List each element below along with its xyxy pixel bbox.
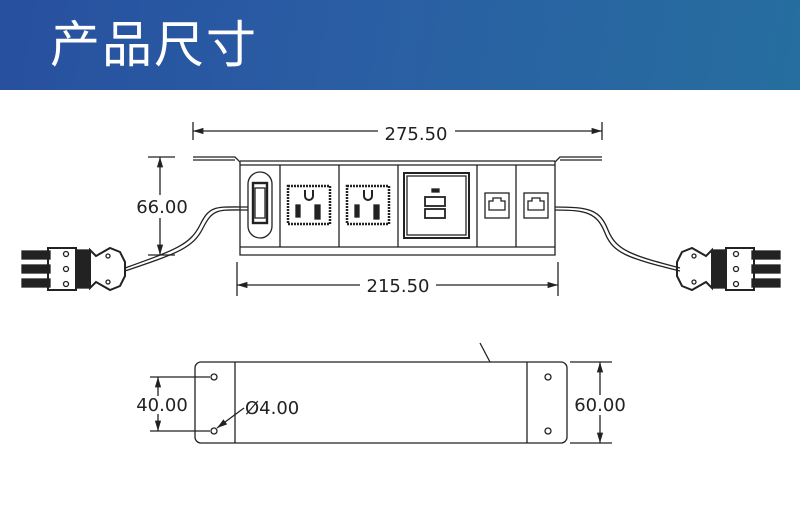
height-label: 66.00 [136, 197, 188, 218]
connector-icon [21, 246, 126, 292]
hole-spacing-dimension: 40.00 [136, 376, 210, 432]
cable [124, 206, 681, 272]
connector-icon [676, 246, 781, 292]
body-length-label: 215.50 [367, 276, 430, 297]
overall-length-label: 275.50 [385, 124, 448, 145]
usb-charger-icon [403, 172, 470, 239]
page-title: 产品尺寸 [50, 16, 258, 74]
body-length-dimension: 215.50 [236, 262, 559, 297]
hole-diameter-label: Ø4.00 [245, 398, 299, 419]
overall-length-dimension: 275.50 [192, 122, 603, 145]
bottom-view: Ø4.00 [194, 342, 568, 444]
bracket-width-dimension: 60.00 [570, 361, 626, 444]
outlet-icon [345, 184, 391, 226]
header-banner: 产品尺寸 [0, 0, 800, 90]
height-dimension: 66.00 [136, 156, 188, 256]
power-switch-icon [247, 171, 273, 239]
rj45-port-icon [523, 192, 549, 219]
bracket-width-label: 60.00 [574, 395, 626, 416]
rj45-port-icon [484, 192, 510, 219]
hole-spacing-label: 40.00 [136, 395, 188, 416]
outlet-icon [286, 184, 332, 226]
front-view [193, 156, 602, 256]
